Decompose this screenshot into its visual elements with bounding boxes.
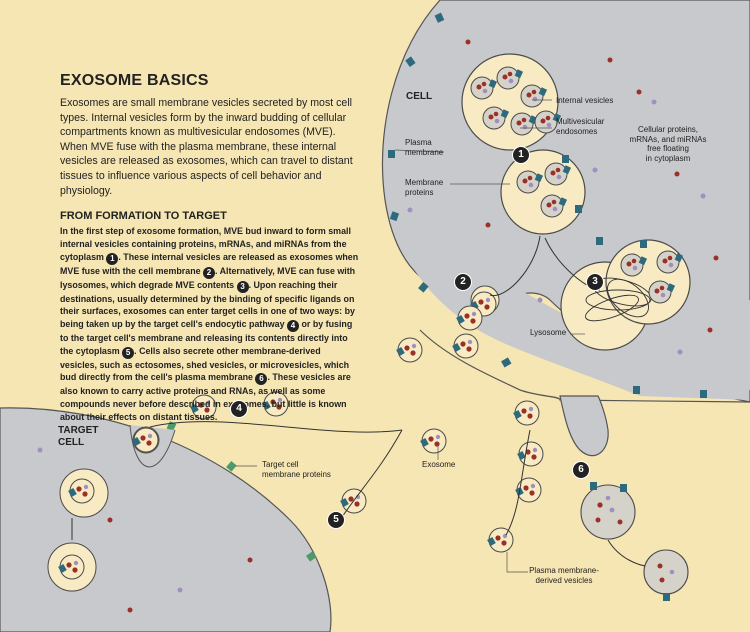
step-marker: 5 [122,346,135,359]
step-marker: 3 [236,280,249,293]
label-internal-vesicles: Internal vesicles [556,96,614,105]
step-badge-6: 6 [572,461,590,479]
text-panel: EXOSOME BASICS Exosomes are small membra… [60,72,360,423]
step-marker: 2 [203,266,216,279]
label-plasma-membrane: Plasma membrane [405,138,444,157]
label-lysosome: Lysosome [530,328,567,337]
page-title: EXOSOME BASICS [60,72,209,89]
step-badge-5: 5 [327,511,345,529]
step-badge-4: 4 [230,400,248,418]
step-marker: 4 [287,319,300,332]
label-exosome: Exosome [422,460,456,469]
label-cellular-proteins: Cellular proteins, mRNAs, and miRNAs fre… [629,125,707,163]
step-marker: 1 [106,252,119,265]
step-badge-3: 3 [586,273,604,291]
section-title: FROM FORMATION TO TARGET [60,210,227,223]
body-paragraph: In the first step of exosome formation, … [60,226,359,422]
step-badge-1: 1 [512,146,530,164]
label-multivesicular-endosomes: Multivesicular endosomes [556,117,605,136]
label-plasma-membrane-derived-vesicles: Plasma membrane- derived vesicles [529,566,599,585]
intro-paragraph: Exosomes are small membrane vesicles sec… [60,97,353,197]
surface-membrane-proteins [388,12,707,398]
label-target-membrane-proteins: Target cell membrane proteins [262,460,331,479]
step-marker: 6 [255,373,268,386]
label-cell: CELL [406,91,433,102]
label-target-cell: TARGET CELL [58,425,99,448]
label-membrane-proteins: Membrane proteins [405,178,444,197]
step-badge-2: 2 [454,273,472,291]
